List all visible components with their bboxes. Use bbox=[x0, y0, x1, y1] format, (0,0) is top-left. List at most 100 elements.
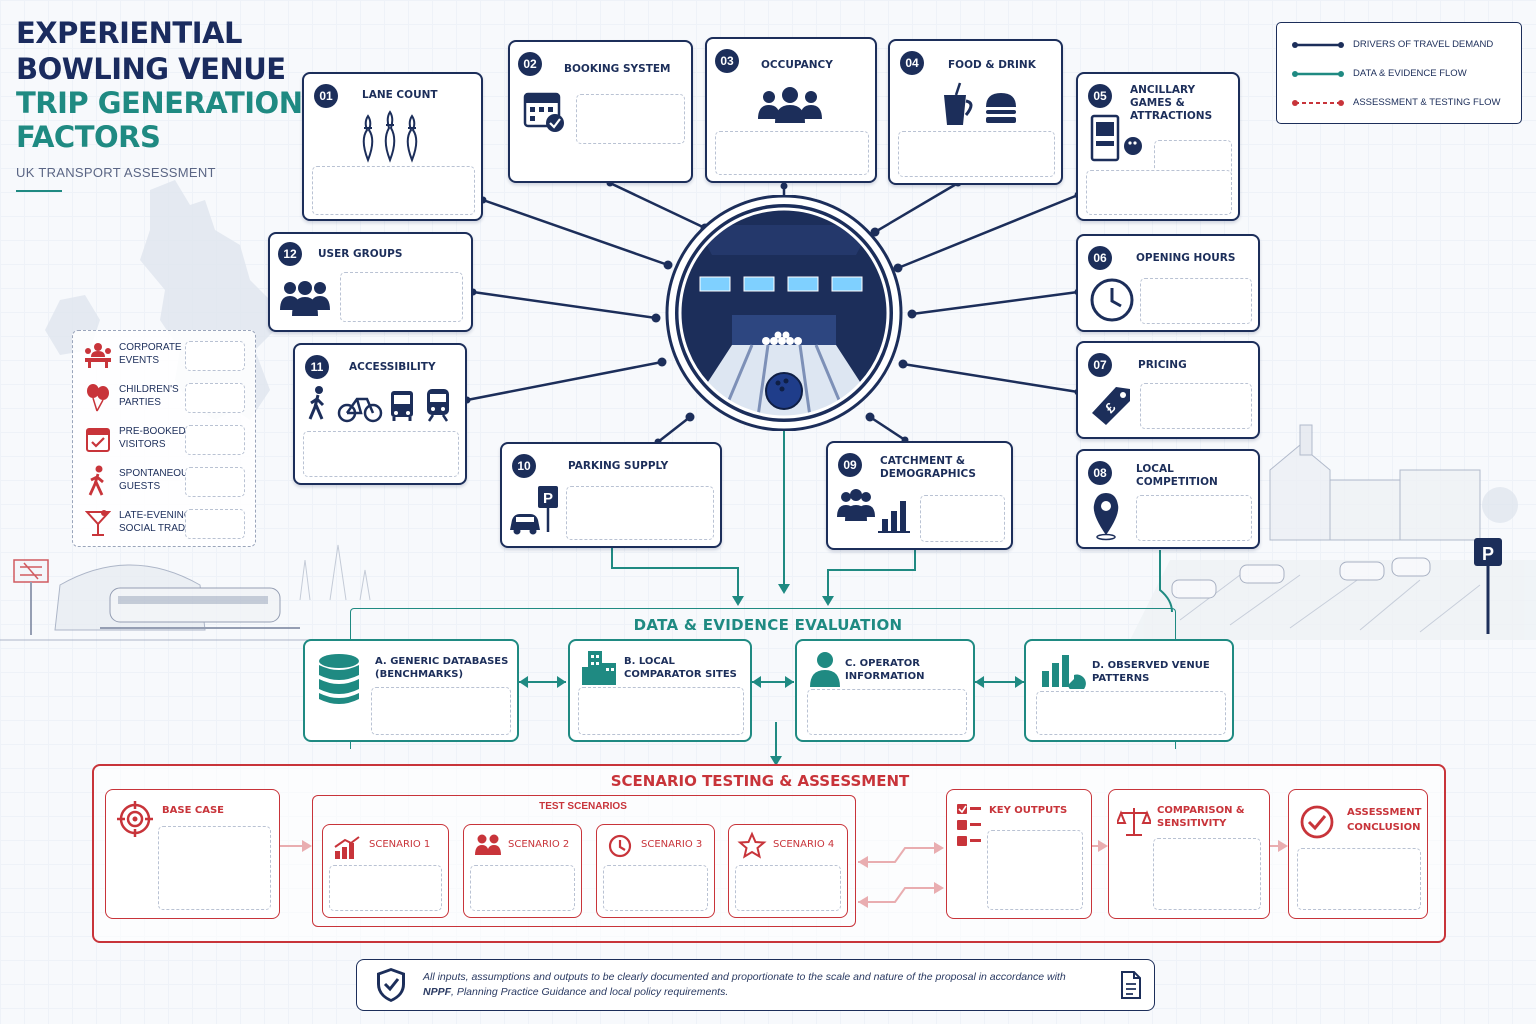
legend-line-teal bbox=[1292, 71, 1344, 77]
factor-card-local-competition[interactable]: 08 LOCAL COMPETITION bbox=[1076, 449, 1260, 549]
legend-item-drivers: DRIVERS OF TRAVEL DEMAND bbox=[1291, 35, 1517, 55]
footer-text: All inputs, assumptions and outputs to b… bbox=[423, 971, 1066, 998]
scenario-label: SCENARIO 3 bbox=[641, 839, 703, 850]
factor-number: 07 bbox=[1088, 353, 1112, 377]
evidence-card-operator-information[interactable]: C. OPERATOR INFORMATION bbox=[795, 639, 975, 742]
title-line4: FACTORS bbox=[16, 120, 161, 154]
factor-number: 11 bbox=[305, 355, 329, 379]
transport-modes-icon bbox=[308, 386, 449, 423]
catchment-value-slot bbox=[920, 495, 1005, 542]
key-outputs-slot bbox=[987, 830, 1083, 910]
corporate-events-icon bbox=[85, 343, 111, 368]
growth-chart-icon bbox=[334, 836, 360, 859]
factor-label: PRICING bbox=[1138, 359, 1187, 371]
scenario-2-card[interactable]: SCENARIO 2 bbox=[463, 824, 582, 918]
arcade-machine-icon bbox=[1090, 114, 1142, 162]
walking-person-icon bbox=[88, 465, 104, 496]
factor-card-user-groups[interactable]: 12 USER GROUPS bbox=[268, 232, 473, 332]
factor-label: FOOD & DRINK bbox=[948, 59, 1036, 71]
checklist-icon bbox=[957, 804, 981, 846]
factor-card-booking-system[interactable]: 02 BOOKING SYSTEM bbox=[508, 40, 693, 183]
factor-number: 08 bbox=[1088, 461, 1112, 485]
base-case-label: BASE CASE bbox=[162, 805, 224, 816]
parking-sign-icon: P bbox=[1474, 538, 1502, 634]
assessment-conclusion-card[interactable]: ASSESSMENT CONCLUSION bbox=[1288, 789, 1428, 919]
factor-label-line1: ANCILLARY bbox=[1130, 84, 1196, 96]
factor-card-lane-count[interactable]: 01 LANE COUNT bbox=[302, 72, 483, 221]
people-group-icon bbox=[758, 87, 822, 123]
clock-icon bbox=[608, 834, 632, 858]
demographics-icon bbox=[837, 489, 910, 533]
legend-line-red bbox=[1292, 100, 1344, 106]
evidence-card-observed-venue-patterns[interactable]: D. OBSERVED VENUE PATTERNS bbox=[1024, 639, 1234, 742]
car-parking-icon: P bbox=[510, 486, 558, 535]
conclusion-slot bbox=[1297, 848, 1421, 910]
test-scenarios-frame bbox=[312, 795, 856, 927]
factor-card-catchment[interactable]: 09 CATCHMENT & DEMOGRAPHICS bbox=[826, 441, 1013, 550]
user-group-value-slot bbox=[185, 383, 245, 413]
evidence-label-line1: A. GENERIC DATABASES bbox=[375, 656, 509, 667]
legend-line-navy bbox=[1292, 42, 1344, 48]
factor-card-occupancy[interactable]: 03 OCCUPANCY bbox=[705, 37, 877, 183]
scenario-4-card[interactable]: SCENARIO 4 bbox=[728, 824, 848, 918]
calendar-check-icon bbox=[523, 92, 564, 132]
factor-card-food-drink[interactable]: 04 FOOD & DRINK bbox=[888, 39, 1063, 185]
station-sketch bbox=[0, 544, 371, 641]
map-pin-icon bbox=[1093, 493, 1119, 541]
accessibility-value-slot bbox=[303, 431, 459, 477]
factor-card-opening-hours[interactable]: 06 OPENING HOURS bbox=[1076, 234, 1260, 332]
local-comparator-slot bbox=[578, 687, 744, 735]
database-icon bbox=[319, 654, 359, 704]
generic-databases-slot bbox=[371, 687, 511, 735]
user-groups-value-slot bbox=[340, 272, 463, 322]
scenario-2-slot bbox=[470, 865, 575, 911]
factor-card-parking-supply[interactable]: 10 PARKING SUPPLY P bbox=[500, 442, 722, 548]
factor-card-accessibility[interactable]: 11 ACCESSIBILITY bbox=[293, 343, 467, 485]
scenario-3-card[interactable]: SCENARIO 3 bbox=[596, 824, 715, 918]
scenario-3-slot bbox=[603, 865, 708, 911]
operator-person-icon bbox=[810, 652, 840, 687]
scenario-label: SCENARIO 1 bbox=[369, 839, 431, 850]
comparison-sensitivity-card[interactable]: COMPARISON & SENSITIVITY bbox=[1108, 789, 1270, 919]
factor-number: 02 bbox=[518, 52, 542, 76]
legend-item-assessment-flow: ASSESSMENT & TESTING FLOW bbox=[1291, 93, 1517, 113]
shield-check-icon bbox=[377, 968, 405, 1002]
evidence-card-local-comparator-sites[interactable]: B. LOCAL COMPARATOR SITES bbox=[568, 639, 752, 742]
conclusion-label-line1: ASSESSMENT bbox=[1347, 807, 1422, 818]
base-case-card[interactable]: BASE CASE bbox=[105, 789, 280, 919]
train-icon bbox=[427, 389, 449, 422]
svg-text:P: P bbox=[1482, 544, 1494, 564]
check-circle-icon bbox=[1300, 805, 1334, 839]
buildings-icon bbox=[582, 651, 616, 685]
bowling-pins-icon bbox=[362, 110, 418, 163]
scenario-1-card[interactable]: SCENARIO 1 bbox=[322, 824, 449, 918]
occupancy-value-slot bbox=[715, 131, 869, 175]
factor-card-pricing[interactable]: 07 PRICING £ bbox=[1076, 341, 1260, 439]
clock-icon bbox=[1090, 278, 1134, 322]
scales-icon bbox=[1117, 808, 1151, 836]
ancillary-games-value-slot bbox=[1086, 170, 1232, 215]
factor-label-line1: LOCAL bbox=[1136, 463, 1174, 475]
legend-label: DRIVERS OF TRAVEL DEMAND bbox=[1353, 39, 1494, 50]
legend-label: DATA & EVIDENCE FLOW bbox=[1353, 68, 1467, 79]
factor-label: LANE COUNT bbox=[362, 89, 438, 101]
evidence-card-generic-databases[interactable]: A. GENERIC DATABASES (BENCHMARKS) bbox=[303, 639, 519, 742]
bowling-venue-hub-icon bbox=[665, 195, 903, 431]
scenario-1-slot bbox=[329, 865, 442, 911]
town-sketch bbox=[1130, 424, 1536, 640]
factor-label-line2: DEMOGRAPHICS bbox=[880, 468, 976, 480]
factor-card-ancillary-games[interactable]: 05 ANCILLARY GAMES & ATTRACTIONS bbox=[1076, 72, 1240, 221]
key-outputs-card[interactable]: KEY OUTPUTS bbox=[946, 789, 1092, 919]
scenario-title: SCENARIO TESTING & ASSESSMENT bbox=[610, 772, 910, 790]
calendar-check-icon bbox=[86, 428, 110, 452]
balloons-icon bbox=[87, 384, 109, 412]
factor-label: OCCUPANCY bbox=[761, 59, 833, 71]
parking-supply-value-slot bbox=[566, 486, 714, 540]
